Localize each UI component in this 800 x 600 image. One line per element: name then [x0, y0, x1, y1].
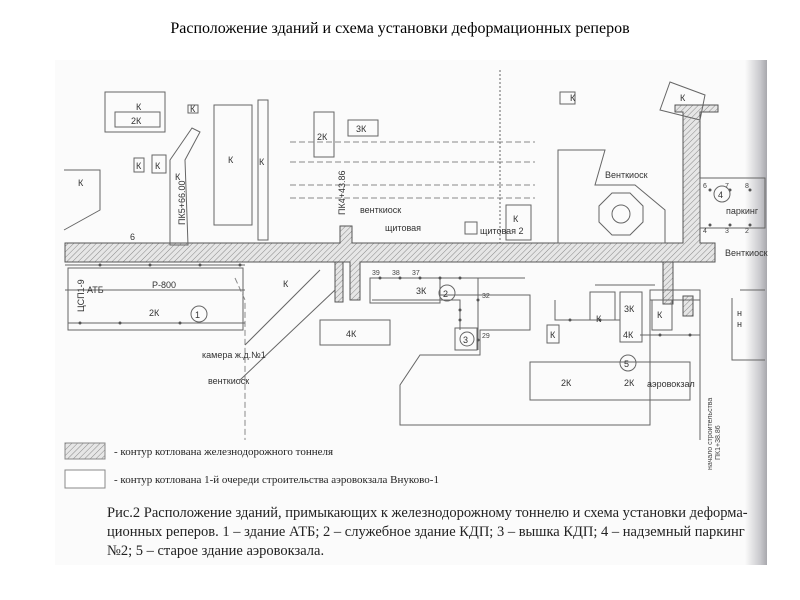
building-label: К	[570, 93, 576, 103]
building-label: К	[596, 314, 602, 324]
slide-title: Расположение зданий и схема установки де…	[170, 20, 630, 37]
building-label: К	[259, 157, 265, 167]
building-label: 2К	[131, 116, 142, 126]
legend-text-tunnel: - контур котлована железнодорожного тонн…	[114, 446, 333, 458]
r800-label: Р-800	[152, 280, 176, 290]
benchmark-number: 2	[745, 228, 749, 235]
scanned-plan	[55, 60, 767, 565]
ventkiosk-octagon	[598, 192, 644, 236]
figure-caption-line1: Рис.2 Расположение зданий, примыкающих к…	[107, 505, 748, 521]
legend-swatch-empty	[64, 469, 106, 489]
shchitovaya-label: щитовая	[385, 223, 421, 233]
building-label: 3К	[624, 304, 635, 314]
parking-label: паркинг	[726, 206, 759, 216]
csp-label: ЦСП1-9	[76, 279, 86, 312]
building-label: 3К	[416, 286, 427, 296]
benchmark-lines: 39 38 37 32 29 6 7 8 4 3 2	[65, 183, 752, 350]
building-label: К	[155, 161, 161, 171]
building-number-4: 4	[718, 190, 723, 200]
figure-caption-line2: ционных реперов. 1 – здание АТБ; 2 – слу…	[107, 524, 745, 540]
benchmark-number: 32	[482, 293, 490, 300]
benchmark-number: 29	[482, 333, 490, 340]
building-label: 3К	[356, 124, 367, 134]
building-label: К	[190, 104, 196, 114]
building-label: К	[657, 310, 663, 320]
building-number-1: 1	[195, 310, 200, 320]
benchmark-number: 6	[703, 183, 707, 190]
legend-swatch-hatched	[64, 442, 106, 460]
aerovokzal-label: аэровокзал	[647, 379, 695, 389]
building-label: К	[136, 102, 142, 112]
pk5-label: ПК5+66.00	[177, 181, 187, 226]
pk4-label: ПК4+43.86	[337, 171, 347, 216]
building-label: К	[78, 178, 84, 188]
benchmark-number: 3	[725, 228, 729, 235]
benchmark-number: 37	[412, 270, 420, 277]
scan-edge-shadow	[745, 60, 767, 565]
building-number-5: 5	[624, 359, 629, 369]
building-label: К	[283, 279, 289, 289]
railway-tunnel	[64, 104, 719, 317]
legend: - контур котлована железнодорожного тонн…	[64, 442, 439, 489]
legend-text-terminal: - контур котлована 1-й очереди строитель…	[114, 474, 439, 486]
ventkiosk-center-label: Венткиоск	[605, 170, 648, 180]
figure-caption-line3: №2; 5 – старое здание аэровокзала.	[107, 543, 325, 559]
benchmark-number: 4	[703, 228, 707, 235]
marker-six: 6	[130, 232, 135, 242]
building-label: К	[228, 155, 234, 165]
construction-start-label: начало строительства	[707, 398, 714, 470]
ventkiosk-bottom-label: венткиоск	[208, 376, 249, 386]
building-label: К	[136, 161, 142, 171]
building-label: 4К	[623, 330, 634, 340]
building-label: К	[680, 93, 686, 103]
n-label: н	[737, 319, 742, 329]
atb-label: АТБ	[87, 285, 104, 295]
building-label: 2К	[317, 132, 328, 142]
ventkiosk-right-label: Венткиоск	[725, 248, 768, 258]
benchmark-number: 8	[745, 183, 749, 190]
n-label: н	[737, 308, 742, 318]
building-label: К	[175, 172, 181, 182]
buildings	[63, 70, 766, 440]
ventkiosk-label: венткиоск	[360, 205, 401, 215]
building-number-2: 2	[443, 289, 448, 299]
shchitovaya2-label: щитовая 2	[480, 226, 524, 236]
building-number-3: 3	[463, 335, 468, 345]
construction-start-pk: ПК1+38.86	[715, 425, 722, 460]
building-labels: К 2К К К К К К К К 2К 3К К К К 2К К 4К 3…	[78, 93, 686, 388]
benchmark-number: 39	[372, 270, 380, 277]
plan-labels: ПК5+66.00 ПК4+43.86 6 венткиоск щитовая …	[76, 170, 768, 470]
building-label: К	[513, 214, 519, 224]
benchmark-number: 38	[392, 270, 400, 277]
building-label: К	[550, 330, 556, 340]
building-label: 4К	[346, 329, 357, 339]
benchmark-number: 7	[725, 183, 729, 190]
building-label: 2К	[149, 308, 160, 318]
building-label: 2К	[624, 378, 635, 388]
building-numbers: 1 2 3 4 5	[190, 185, 731, 372]
building-label: 2К	[561, 378, 572, 388]
kamera-label: камера ж.д.№1	[202, 350, 266, 360]
